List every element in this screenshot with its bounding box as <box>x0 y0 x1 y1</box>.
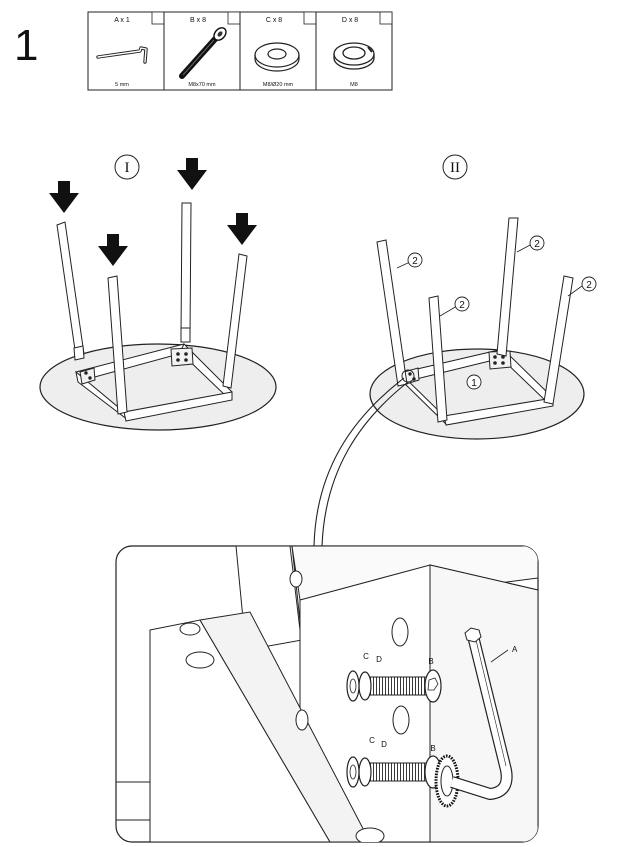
leg-callouts-ii: 2 2 2 2 <box>407 235 597 312</box>
hex-key-a <box>450 627 513 800</box>
spring-washer-d <box>358 671 372 701</box>
legs-i <box>56 202 248 415</box>
step-number: 1 <box>14 21 38 70</box>
frame-ii <box>399 348 554 426</box>
panel-ii-numeral: II <box>450 160 460 176</box>
panel-i-numeral: I <box>125 160 130 176</box>
frame-callout-marker <box>466 374 482 390</box>
bolt-b-shank <box>369 762 433 782</box>
spring-washer-d <box>358 757 372 787</box>
zoom-connector <box>313 377 405 547</box>
frame-i <box>75 343 233 422</box>
leg-callout: 2 <box>459 300 465 311</box>
spring-washer-icon <box>333 42 375 70</box>
part-b-qty: B x 8 <box>190 17 206 24</box>
panel-ii-marker <box>442 154 468 180</box>
part-b-checkbox[interactable] <box>227 11 241 25</box>
label-d-upper: D <box>376 655 382 664</box>
arrow-down-icon <box>98 234 128 266</box>
legs-ii <box>376 217 574 423</box>
label-b-lower: B <box>430 744 435 753</box>
bolt-assembly-upper <box>346 669 442 703</box>
part-d-size: M8 <box>350 82 358 88</box>
bolt-b-shank <box>369 676 433 696</box>
frame-callout: 1 <box>471 378 477 389</box>
panel-ii: II 2 2 <box>369 154 597 440</box>
part-b-box: B x 8 M8x70 mm <box>163 11 241 91</box>
part-a-size: 5 mm <box>115 82 129 88</box>
label-b-upper: B <box>428 657 433 666</box>
label-c-lower: C <box>369 736 375 745</box>
tool-leader <box>490 649 509 663</box>
leg-callout: 2 <box>586 280 592 291</box>
leg-callout: 2 <box>534 239 540 250</box>
label-d-lower: D <box>381 740 387 749</box>
part-c-size: M8/Ø20 mm <box>263 82 294 88</box>
part-a-qty: A x 1 <box>114 17 130 24</box>
down-arrows-i <box>49 158 257 266</box>
part-b-size: M8x70 mm <box>188 82 216 88</box>
part-a-box: A x 1 5 mm <box>87 11 165 91</box>
bolt-icon <box>179 27 227 79</box>
detail-view: C D B C D B A <box>115 545 539 843</box>
part-c-checkbox[interactable] <box>303 11 317 25</box>
part-d-qty: D x 8 <box>342 17 358 24</box>
tabletop-i <box>39 343 277 431</box>
leg-callout: 2 <box>412 256 418 267</box>
flat-washer-icon <box>254 42 300 72</box>
callout-leaders-ii <box>396 243 583 317</box>
hex-key-icon <box>96 46 148 64</box>
part-c-box: C x 8 M8/Ø20 mm <box>239 11 317 91</box>
part-d-box: D x 8 M8 <box>315 11 393 91</box>
label-a-tool: A <box>512 645 518 654</box>
parts-strip: A x 1 5 mm B x 8 M8x70 mm C x 8 <box>87 11 393 91</box>
part-a-checkbox[interactable] <box>151 11 165 25</box>
part-c-qty: C x 8 <box>266 17 282 24</box>
part-d-checkbox[interactable] <box>379 11 393 25</box>
arrow-down-icon <box>49 181 79 213</box>
arrow-down-icon <box>177 158 207 190</box>
label-c-upper: C <box>363 652 369 661</box>
arrow-down-icon <box>227 213 257 245</box>
zoom-connector <box>321 381 409 547</box>
panel-i: I <box>39 154 277 431</box>
panel-i-marker <box>114 154 140 180</box>
